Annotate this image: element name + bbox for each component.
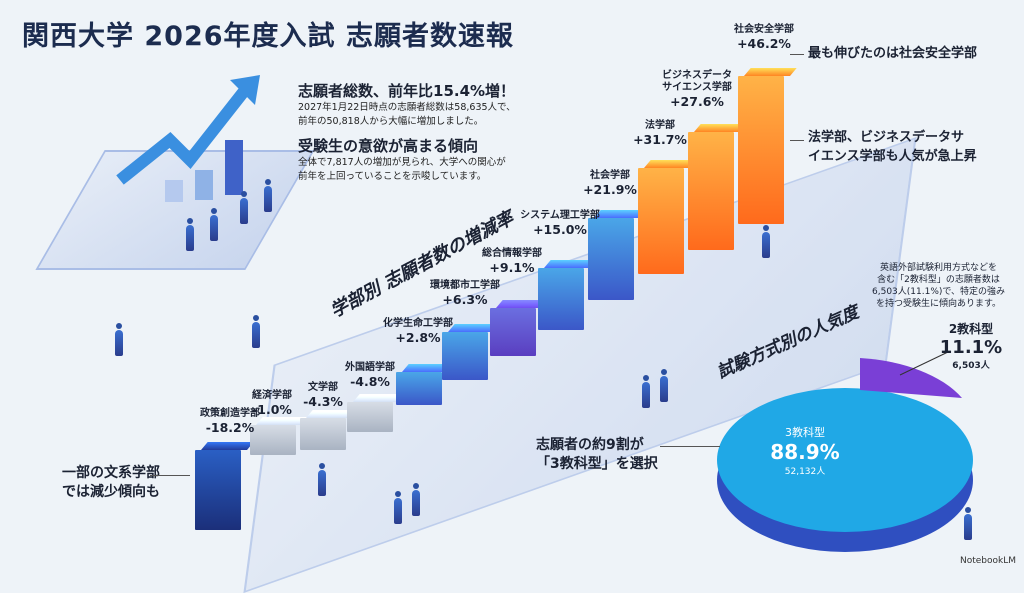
faculty-change: +46.2% [737, 36, 791, 51]
faculty-change: +6.3% [442, 292, 488, 307]
faculty-bar [396, 372, 442, 405]
slice-name: 3教科型 [785, 426, 825, 439]
faculty-label: 総合情報学部+9.1% [472, 248, 552, 275]
summary-text: 前年を上回っていることを示唆しています。 [298, 171, 487, 182]
faculty-label: 環境都市工学部+6.3% [425, 280, 505, 307]
person-figure [210, 208, 218, 241]
summary-heading: 志願者総数、前年比15.4%増！ [298, 82, 516, 100]
callout-mid: 法学部、ビジネスデータサイエンス学部も人気が急上昇 [808, 128, 977, 166]
faculty-label: 社会安全学部+46.2% [724, 24, 804, 51]
slice-pct: 88.9% [770, 440, 840, 464]
growth-arrow-icon [116, 75, 260, 202]
faculty-change: +31.7% [633, 132, 687, 147]
person-figure [264, 179, 272, 212]
faculty-change: -4.8% [350, 374, 390, 389]
faculty-bar [688, 132, 734, 250]
exam-callout: 志願者の約9割が「3教科型」を選択 [536, 436, 658, 474]
slice-count: 52,132人 [784, 467, 826, 477]
slice-label-2kyoka: 2教科型 11.1% 6,503人 [936, 320, 1006, 371]
slice-pct: 11.1% [939, 337, 1003, 358]
faculty-change: +2.8% [395, 330, 441, 345]
pie-slice-3kyoka [717, 388, 973, 532]
person-figure [964, 507, 972, 540]
person-figure [252, 315, 260, 348]
faculty-label: 社会学部+21.9% [570, 170, 650, 197]
note-line: 6,503人(11.1%)で、特定の強み [872, 287, 1006, 297]
person-figure [186, 218, 194, 251]
summary-text: 前年の50,818人から大幅に増加しました。 [298, 116, 484, 127]
faculty-name: ビジネスデータサイエンス学部 [662, 70, 732, 93]
leader-line [899, 351, 949, 376]
person-figure [318, 463, 326, 496]
callout-line: 一部の文系学部 [62, 465, 160, 481]
faculty-change: -1.0% [252, 402, 292, 417]
faculty-bar [538, 268, 584, 330]
person-figure [660, 369, 668, 402]
slice-label-3kyoka: 3教科型 88.9% 52,132人 [760, 424, 850, 477]
note-line: 含む「2教科型」の志願者数は [877, 275, 1000, 285]
faculty-label: 外国語学部-4.8% [330, 362, 410, 389]
faculty-label: ビジネスデータサイエンス学部+27.6% [660, 70, 734, 109]
faculty-bar [250, 425, 296, 455]
faculty-change: -4.3% [303, 394, 343, 409]
faculty-name: 政策創造学部 [200, 408, 260, 419]
faculty-name: 社会学部 [590, 170, 630, 181]
faculty-label: 政策創造学部-18.2% [190, 408, 270, 435]
faculty-change: +21.9% [583, 182, 637, 197]
faculty-name: 環境都市工学部 [430, 280, 500, 291]
callout-line: では減少傾向も [62, 484, 160, 500]
watermark: NotebookLM [959, 556, 1016, 566]
faculty-bar [442, 332, 488, 380]
faculty-name: 法学部 [645, 120, 675, 131]
note-line: を持つ受験生に傾向あります。 [875, 299, 1002, 309]
exam-note: 英語外部試験利用方式などを 含む「2教科型」の志願者数は 6,503人(11.1… [872, 262, 1005, 310]
person-figure [394, 491, 402, 524]
faculty-name: 外国語学部 [345, 362, 395, 373]
person-figure [762, 225, 770, 258]
faculty-name: 化学生命工学部 [383, 318, 453, 329]
summary-text: 2027年1月22日時点の志願者総数は58,635人で、 [298, 102, 516, 113]
faculty-bar [588, 218, 634, 300]
page-title: 関西大学 2026年度入試 志願者数速報 [22, 21, 514, 52]
faculty-name: 社会安全学部 [734, 24, 794, 35]
callout-top: 最も伸びたのは社会安全学部 [808, 46, 978, 61]
callout-line: 法学部、ビジネスデータサ [808, 130, 965, 145]
callout-line: 「3教科型」を選択 [536, 456, 658, 472]
faculty-name: 文学部 [308, 382, 338, 393]
faculty-bar [638, 168, 684, 274]
slice-name: 2教科型 [948, 322, 994, 336]
faculty-change: -18.2% [205, 420, 255, 435]
faculty-change: +15.0% [533, 222, 587, 237]
faculty-label: 化学生命工学部+2.8% [378, 318, 458, 345]
note-line: 英語外部試験利用方式などを [880, 263, 998, 273]
faculty-name: 総合情報学部 [482, 248, 542, 259]
faculty-label: 法学部+31.7% [620, 120, 700, 147]
faculty-label: 文学部-4.3% [283, 382, 363, 409]
faculty-bar [195, 450, 241, 530]
faculty-bar [490, 308, 536, 356]
summary-text: 全体で7,817人の増加が見られ、大学への関心が [298, 157, 506, 168]
person-figure [412, 483, 420, 516]
faculty-bar [300, 418, 346, 450]
person-figure [115, 323, 123, 356]
faculty-label: システム理工学部+15.0% [520, 210, 600, 237]
faculty-change: +27.6% [670, 94, 724, 109]
pie-slice-2kyoka [860, 358, 962, 398]
faculty-bar [738, 76, 784, 224]
faculty-name: 経済学部 [252, 390, 292, 401]
exam-pie-chart [717, 351, 973, 552]
callout-line: イエンス学部も人気が急上昇 [808, 149, 977, 164]
person-figure [240, 191, 248, 224]
summary-block: 志願者総数、前年比15.4%増！ 2027年1月22日時点の志願者総数は58,6… [298, 80, 516, 184]
faculty-name: システム理工学部 [520, 210, 600, 221]
faculty-bar [347, 402, 393, 432]
callout-line: 志願者の約9割が [536, 437, 644, 453]
summary-heading: 受験生の意欲が高まる傾向 [298, 137, 479, 155]
faculty-change: +9.1% [489, 260, 535, 275]
faculty-label: 経済学部-1.0% [232, 390, 312, 417]
callout-low: 一部の文系学部では減少傾向も [62, 464, 160, 502]
person-figure [642, 375, 650, 408]
slice-count: 6,503人 [952, 361, 990, 371]
